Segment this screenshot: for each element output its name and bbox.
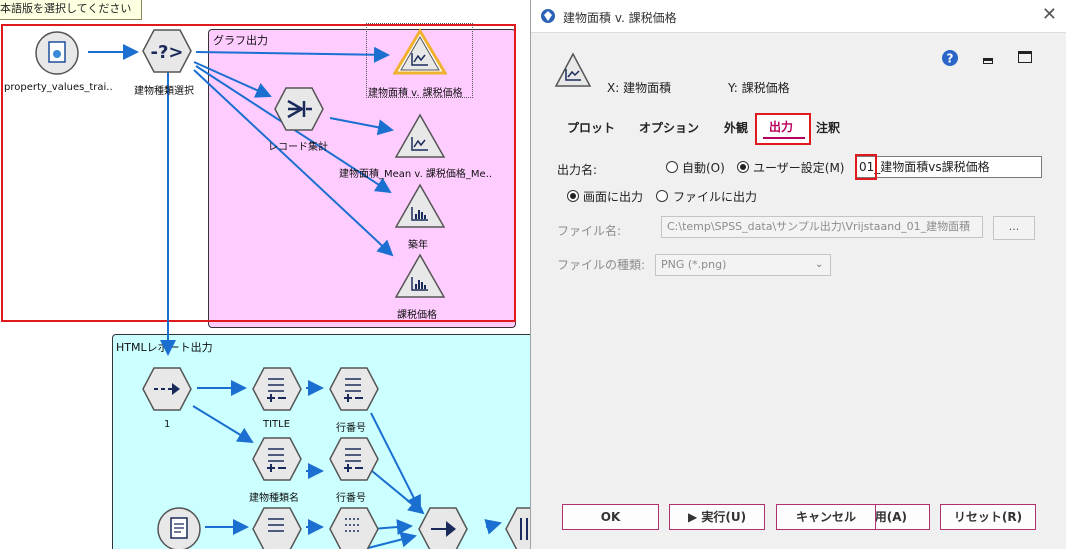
merge-arrow-icon [418,507,468,549]
auto-radio[interactable] [666,161,678,173]
tab-output-underline [763,137,805,139]
plot-node-2[interactable] [395,113,445,159]
x-axis-info: X: 建物面積 [607,81,672,95]
tooltip: 本語版を選択してください [0,0,142,20]
output-name-input[interactable]: 01_建物面積vs課税価格 [856,156,1042,178]
file-name-label: ファイル名: [557,224,622,238]
tab-appearance[interactable]: 外観 [724,121,749,135]
auto-radio-label[interactable]: 自動(O) [682,161,725,175]
tab-plot[interactable]: プロット [567,121,616,135]
output-to-screen-label[interactable]: 画面に出力 [583,190,644,204]
histogram-node-1-label: 築年 [408,240,428,251]
field-ops-icon [252,437,302,481]
sort-node[interactable] [505,506,530,549]
arrow-right-icon [142,367,192,411]
title-node-label: TITLE [263,419,291,430]
plot-node-2-label: 建物面積_Mean v. 課税価格_Me.. [339,169,493,180]
plot-node-1-label: 建物面積 v. 課税価格 [368,88,463,99]
custom-radio[interactable] [737,161,749,173]
plot-node-selection [366,23,473,98]
aggregate-node[interactable] [274,86,324,132]
svg-text:-?>: -?> [151,42,184,63]
select-node[interactable]: -?> [142,28,192,74]
field-ops-icon [252,507,302,549]
merge-node[interactable] [418,506,468,549]
source-node-label: property_values_trai.. [4,82,113,93]
select-node-label: 建物種類選択 [134,86,194,97]
file-type-label: ファイルの種類: [557,258,646,272]
rownum-node-1[interactable] [329,366,379,412]
field-ops-icon [329,437,379,481]
app-gem-icon [541,9,555,23]
rownum-node-2-label: 行番号 [336,493,366,504]
histogram-icon [395,253,445,298]
histogram-node-2[interactable] [395,253,445,299]
output-name-label: 出力名: [557,163,598,177]
field-node-4[interactable] [329,506,379,549]
buildtype-node[interactable] [252,436,302,482]
output-name-highlight [855,154,877,180]
tab-output[interactable]: 出力 [769,120,794,134]
plot-icon [393,28,447,75]
source-node[interactable] [34,30,80,76]
svg-text:?: ? [947,52,954,66]
close-icon[interactable]: ✕ [1041,4,1057,25]
field-ops-icon [252,367,302,411]
aggregate-node-label: レコード集計 [268,142,328,153]
field-node-3[interactable] [252,506,302,549]
rownum-node-1-label: 行番号 [336,423,366,434]
aggregate-icon [274,87,324,131]
cancel-button-front[interactable]: キャンセル [776,504,876,530]
graph-output-region-title: グラフ出力 [213,34,268,47]
graph-output-region[interactable] [208,29,516,328]
output-to-file-label[interactable]: ファイルに出力 [673,190,758,204]
sort-icon [505,507,530,549]
browse-button[interactable]: ... [993,216,1035,240]
title-node[interactable] [252,366,302,412]
output-to-screen-radio[interactable] [567,190,579,202]
file-type-select[interactable]: PNG (*.png) [655,254,831,276]
histogram-node-2-label: 課税価格 [397,310,437,321]
dialog-title: 建物面積 v. 課税価格 [563,11,677,25]
tab-options[interactable]: オプション [639,121,700,135]
y-axis-info: Y: 課税価格 [728,81,790,95]
dialog-titlebar[interactable]: 建物面積 v. 課税価格 ✕ [531,0,1066,33]
field-ops-icon [329,367,379,411]
document-icon [157,507,201,549]
help-icon[interactable]: ? [941,49,959,67]
stream-canvas[interactable]: 本語版を選択してください グラフ出力 HTMLレポート出力 [0,0,530,549]
histogram-icon [395,183,445,228]
minimize-panel-icon[interactable] [983,58,993,64]
source-file-icon [35,31,79,75]
custom-radio-label[interactable]: ユーザー設定(M) [753,161,845,175]
html-node-1-label: 1 [164,419,171,430]
doc-source-node[interactable] [156,506,202,549]
chevron-down-icon: ⌄ [815,259,824,270]
selection-highlight-box [1,24,516,322]
field-ops-icon [329,507,379,549]
output-to-file-radio[interactable] [656,190,668,202]
plot-type-icon [554,52,592,87]
ok-button[interactable]: OK [562,504,659,530]
tab-output-highlight [755,113,811,145]
buildtype-node-label: 建物種類名 [249,493,299,504]
rownum-node-2[interactable] [329,436,379,482]
run-button[interactable]: ▶ 実行(U) [669,504,765,530]
file-name-input[interactable]: C:\temp\SPSS_data\サンプル出力\Vrijstaand_01_建… [661,216,983,238]
select-question-icon: -?> [142,29,192,73]
maximize-panel-icon[interactable] [1018,51,1032,63]
plot-properties-dialog: 建物面積 v. 課税価格 ✕ X: 建物面積 Y: 課税価格 ? プロット オプ… [530,0,1066,549]
tab-annotations[interactable]: 注釈 [816,121,841,135]
plot-node-1[interactable] [393,28,447,76]
reset-button[interactable]: リセット(R) [940,504,1036,530]
histogram-node-1[interactable] [395,183,445,229]
plot-icon [395,113,445,158]
html-node-1[interactable] [142,366,192,412]
